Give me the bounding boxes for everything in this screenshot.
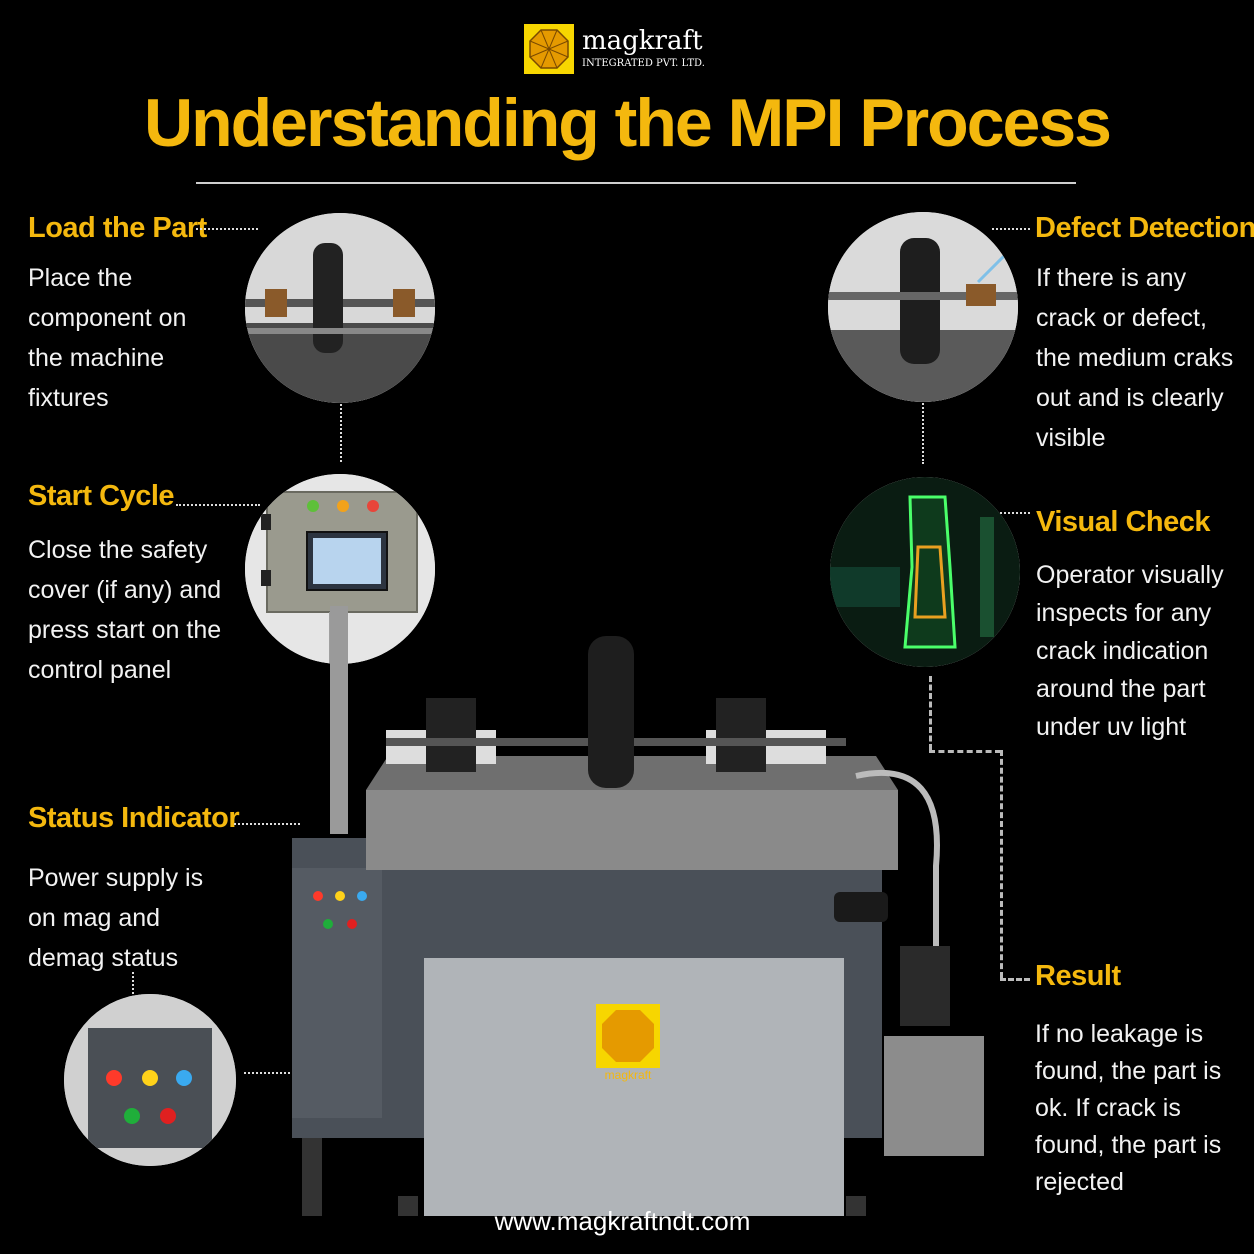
step-heading-load: Load the Part (28, 212, 207, 244)
defect-detection-image (828, 212, 1018, 402)
connector-status-panel (244, 1072, 290, 1074)
connector-defect (992, 228, 1030, 230)
visual-check-image (830, 477, 1020, 667)
step-text-status: Power supply is on mag and demag status (28, 864, 204, 972)
step-heading-visual: Visual Check (1036, 506, 1211, 538)
step-heading-start: Start Cycle (28, 480, 175, 512)
step-text-result: If no leakage is found, the part is ok. … (1035, 1020, 1222, 1196)
step-heading-result: Result (1035, 960, 1121, 992)
step-text-defect: If there is any crack or defect, the med… (1036, 264, 1234, 452)
connector-result-down (1000, 750, 1003, 978)
brand-tagline: INTEGRATED PVT. LTD. (582, 58, 705, 69)
mpi-machine-image: magkraft (286, 606, 986, 1218)
connector-load-down (340, 400, 342, 462)
step-text-visual: Operator visually inspects for any crack… (1036, 561, 1224, 741)
connector-start (176, 504, 260, 506)
step-heading-defect: Defect Detection (1035, 212, 1254, 244)
connector-visual (1000, 512, 1030, 514)
step-heading-status: Status Indicator (28, 802, 240, 834)
page-title: Understanding the MPI Process (144, 85, 1112, 161)
connector-result (1000, 978, 1030, 981)
connector-visual-right (929, 750, 1001, 753)
step-text-load: Place the component on the machine fixtu… (28, 264, 187, 412)
connector-status (234, 823, 300, 825)
octagon-sun-logo-icon (524, 24, 574, 74)
step-text-start: Close the safety cover (if any) and pres… (28, 536, 222, 684)
brand-logo: magkraft INTEGRATED PVT. LTD. (524, 24, 714, 76)
connector-defect-down (922, 400, 924, 464)
connector-load (196, 228, 258, 230)
connector-status-down (132, 972, 134, 994)
load-part-image (245, 213, 435, 403)
brand-name: magkraft (582, 26, 703, 56)
footer-url[interactable]: www.magkraftndt.com (494, 1206, 751, 1236)
status-panel-image (64, 994, 236, 1166)
machine-logo-label: magkraft (605, 1068, 652, 1082)
connector-visual-down (929, 676, 932, 750)
title-divider (196, 182, 1076, 184)
